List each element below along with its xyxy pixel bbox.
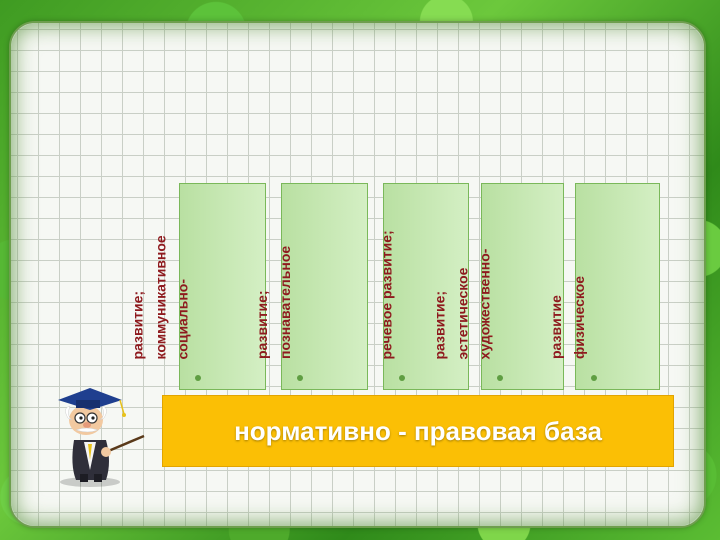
column-line: социально- [174,278,191,359]
column-artistic-aesthetic: развитие; эстетическое художественно- [432,183,564,390]
column-text: развитие; коммуникативное социально- [127,235,195,359]
column-line: физическое [570,275,587,359]
bullet-dot [399,375,405,381]
column-text: речевое развитие; [376,230,399,359]
base-label: нормативно - правовая база [234,415,602,446]
column-text: развитие физическое [545,276,590,359]
bullet-dot [497,375,503,381]
column-line: развитие; [254,290,270,359]
column-text: развитие; познавательное [251,246,296,359]
column-line: коммуникативное [152,234,168,359]
column-social-communicative: развитие; коммуникативное социально- [130,183,266,390]
column-text: развитие; эстетическое художественно- [429,248,497,359]
bullet-dot [591,375,597,381]
column-line: развитие; [431,290,448,359]
column-speech: речевое развитие; [379,183,469,390]
column-line: познавательное [276,245,293,359]
column-line: эстетическое [454,267,470,359]
column-physical: развитие физическое [548,183,660,390]
column-line: развитие [548,295,564,359]
column-line: речевое развитие; [378,229,395,359]
column-cognitive: развитие; познавательное [254,183,368,390]
column-line: художественно- [476,248,493,359]
professor-mascot-icon [58,388,145,487]
bullet-dot [297,375,303,381]
bullet-dot [195,375,201,381]
regulatory-base-bar: нормативно - правовая база [162,395,674,467]
column-line: развитие; [129,290,146,359]
